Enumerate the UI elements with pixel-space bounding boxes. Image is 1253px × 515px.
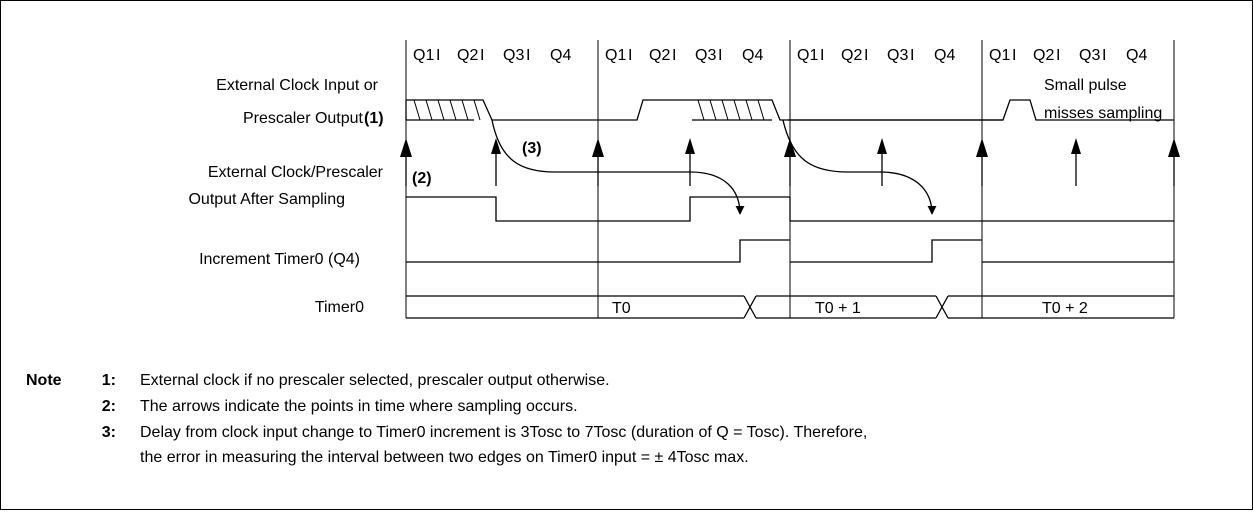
note-1-number: 1: (102, 372, 116, 389)
increment-label: Increment Timer0 (Q4) (199, 251, 360, 268)
timer-value-t0-plus-1: T0 + 1 (815, 300, 861, 317)
quarter-separator: I (480, 47, 484, 64)
quarter-label: Q1 (413, 47, 434, 64)
quarter-label: Q3 (695, 47, 716, 64)
quarter-label: Q4 (934, 47, 955, 64)
quarter-label: Q1 (797, 47, 818, 64)
quarter-separator: I (910, 47, 914, 64)
quarter-label: Q3 (1079, 47, 1100, 64)
sampled-label-line1: External Clock/Prescaler (208, 164, 384, 181)
sampled-output-waveform (406, 196, 1174, 222)
timer-value-t0: T0 (612, 300, 631, 317)
sampling-arrows (400, 138, 1180, 186)
small-pulse-label-line1: Small pulse (1044, 77, 1127, 94)
quarter-separator: I (672, 47, 676, 64)
ref-3-marker: (3) (522, 140, 542, 157)
ext-clock-label-line2: Prescaler Output (243, 110, 364, 127)
increment-waveform (406, 239, 1174, 263)
quarter-label: Q1 (989, 47, 1010, 64)
timer0-bus (406, 295, 1174, 319)
quarter-label: Q3 (503, 47, 524, 64)
note-2-text: The arrows indicate the points in time w… (140, 398, 578, 415)
quarter-separator: I (526, 47, 530, 64)
quarter-separator: I (718, 47, 722, 64)
note-3-continuation: the error in measuring the interval betw… (140, 449, 749, 466)
quarter-label: Q4 (550, 47, 571, 64)
ref-2-marker: (2) (412, 170, 432, 187)
small-pulse-label-line2: misses sampling (1044, 105, 1162, 122)
note-heading: Note (26, 372, 62, 389)
note-3-text: Delay from clock input change to Timer0 … (140, 424, 867, 441)
quarter-label: Q2 (649, 47, 670, 64)
note-2-number: 2: (102, 398, 116, 415)
note-3-number: 3: (102, 424, 116, 441)
quarter-label: Q2 (841, 47, 862, 64)
quarter-label: Q2 (1033, 47, 1054, 64)
quarter-label: Q4 (742, 47, 763, 64)
quarter-separator: I (864, 47, 868, 64)
timer0-label: Timer0 (315, 299, 364, 316)
quarter-label: Q4 (1126, 47, 1147, 64)
quarter-label: Q2 (457, 47, 478, 64)
ext-clock-label-line1: External Clock Input or (216, 77, 379, 94)
quarter-separator: I (436, 47, 440, 64)
note-1-text: External clock if no prescaler selected,… (140, 372, 610, 389)
quarter-separator: I (1012, 47, 1016, 64)
quarter-label: Q3 (887, 47, 908, 64)
quarter-separator: I (1102, 47, 1106, 64)
quarter-separator: I (1056, 47, 1060, 64)
timer-value-t0-plus-2: T0 + 2 (1042, 300, 1088, 317)
delay-curves (491, 119, 937, 215)
quarter-separator: I (628, 47, 632, 64)
ext-clock-ref-label: (1) (364, 110, 384, 127)
quarter-separator: I (820, 47, 824, 64)
sampled-label-line2: Output After Sampling (188, 191, 345, 208)
ext-clock-waveform (405, 99, 1174, 121)
quarter-label: Q1 (605, 47, 626, 64)
